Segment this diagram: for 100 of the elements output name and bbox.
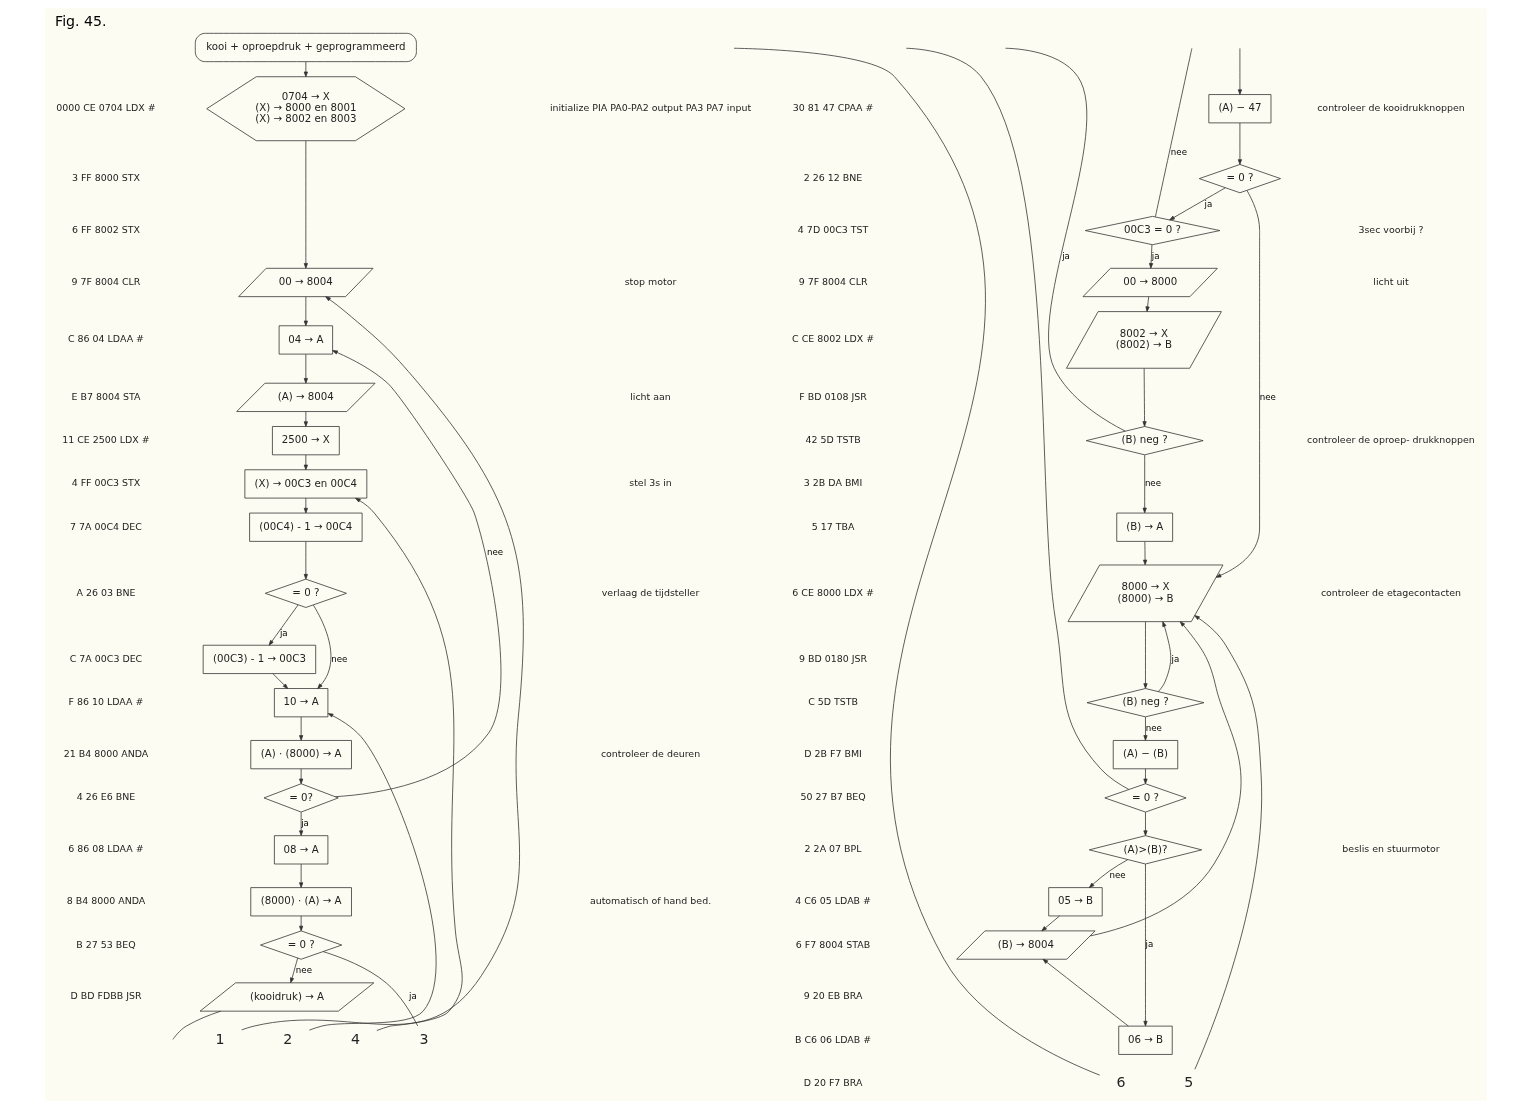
label: D 20 F7 BRA — [803, 1076, 862, 1088]
node-box: 10 → A — [273, 688, 328, 718]
label: licht uit — [1372, 275, 1409, 287]
label: stel 3s in — [628, 477, 672, 489]
arrow — [1088, 859, 1128, 888]
label: 21 B4 8000 ANDA — [63, 748, 148, 760]
label: 6 FF 8002 STX — [71, 223, 140, 235]
node-diamond: = 0 ? — [259, 930, 342, 960]
arrow — [303, 541, 308, 580]
label: 9 7F 8004 CLR — [798, 275, 868, 287]
label: 8 B4 8000 ANDA — [66, 895, 145, 907]
arrow — [1215, 190, 1260, 578]
node-diamond: = 0? — [263, 783, 339, 813]
node-diamond: (A)>(B)? — [1088, 835, 1202, 865]
node-box: 2500 → X — [271, 426, 340, 456]
arrow — [303, 296, 308, 327]
edge-label: ja — [1171, 653, 1179, 664]
arrow — [1193, 615, 1262, 1070]
label: initialize PIA PA0-PA2 output PA3 PA7 input — [549, 102, 751, 114]
label: 2 26 12 BNE — [803, 172, 862, 184]
label: 30 81 47 CPAA # — [792, 102, 873, 114]
arrow — [298, 716, 303, 741]
diagram-title: Fig. 45. — [54, 12, 107, 29]
arrow — [1042, 958, 1129, 1027]
arrow — [354, 497, 463, 1031]
label: C CE 8002 LDX # — [791, 333, 874, 345]
label: 3 FF 8000 STX — [71, 172, 140, 184]
arrow — [303, 353, 308, 384]
arrow — [289, 957, 298, 984]
edge-label: nee — [486, 547, 503, 558]
arrow — [331, 350, 501, 798]
arrow — [1142, 863, 1148, 1027]
label: E B7 8004 STA — [71, 390, 140, 402]
node-box: (00C4) - 1 → 00C4 — [248, 512, 362, 542]
edge-label: nee — [330, 653, 347, 664]
node-box: (X) → 00C3 en 00C4 — [243, 469, 367, 499]
label: 7 7A 00C4 DEC — [69, 520, 142, 532]
connector — [322, 951, 418, 1027]
arrow — [298, 863, 303, 888]
label: 9 20 EB BRA — [803, 990, 862, 1002]
edge-label: nee — [1144, 478, 1161, 489]
label: 4 C6 05 LDAB # — [794, 895, 871, 907]
connector — [1004, 47, 1126, 432]
arrow — [298, 811, 303, 836]
arrow — [303, 140, 308, 269]
label: controleer de deuren — [600, 748, 700, 760]
label: verlaag de tijdsteller — [601, 586, 699, 598]
arrow — [1142, 768, 1148, 785]
connector — [172, 1010, 221, 1040]
arrow — [1168, 187, 1226, 221]
label: 4 26 E6 BNE — [76, 791, 135, 803]
arrow — [1237, 122, 1242, 165]
edge-label: nee — [1259, 391, 1276, 402]
label: C 5D TSTB — [807, 696, 858, 708]
label: 11 CE 2500 LDX # — [61, 434, 150, 446]
label: 42 5D TSTB — [804, 434, 861, 446]
edge-label: nee — [1145, 722, 1162, 733]
node-diamond: (B) neg ? — [1086, 688, 1204, 718]
arrow — [303, 61, 308, 78]
edge-label: ja — [1204, 198, 1212, 209]
arrow — [1040, 915, 1060, 932]
label: 0000 CE 0704 LDX # — [55, 102, 156, 114]
node-diamond: = 0 ? — [1198, 164, 1281, 194]
label: controleer de etagecontacten — [1320, 586, 1461, 598]
label: A 26 03 BNE — [75, 586, 135, 598]
label: F 86 10 LDAA # — [68, 696, 143, 708]
node-box: (A) · (8000) → A — [249, 740, 352, 770]
arrow — [1142, 621, 1148, 689]
arrow — [268, 604, 298, 646]
label: 2 2A 07 BPL — [804, 843, 862, 855]
label: 3sec voorbij ? — [1357, 223, 1424, 235]
arrow — [1142, 811, 1148, 836]
label: beslis en stuurmotor — [1341, 843, 1440, 855]
arrow — [1237, 47, 1242, 95]
node-box: kooi + oproepdruk + geprogrammeerd — [194, 32, 417, 63]
node-box: 04 → A — [278, 325, 333, 355]
node-text: 1 — [215, 1030, 225, 1047]
edge-label: ja — [279, 627, 288, 638]
connector — [733, 47, 1100, 1076]
label: stop motor — [624, 275, 676, 287]
edge-label: ja — [1061, 250, 1070, 261]
label: 6 F7 8004 STAB — [795, 938, 870, 950]
label: 9 7F 8004 CLR — [71, 275, 140, 287]
arrow — [1145, 296, 1150, 312]
edge-label: nee — [1170, 146, 1187, 157]
node-diamond: = 0 ? — [264, 578, 347, 608]
edge-label: ja — [408, 991, 417, 1002]
node-text: 6 — [1116, 1074, 1126, 1091]
label: C 7A 00C3 DEC — [69, 652, 142, 664]
edge-label: ja — [1151, 250, 1160, 261]
node-text: 3 — [418, 1030, 428, 1047]
node-text: 4 — [350, 1030, 360, 1047]
edge-label: nee — [295, 965, 312, 976]
node-box: (A) − (B) — [1112, 740, 1178, 770]
edge-label: nee — [1108, 870, 1126, 881]
label: B 27 53 BEQ — [75, 938, 136, 950]
arrow — [1142, 716, 1148, 741]
arrow — [312, 604, 331, 689]
node-text: 2 — [282, 1030, 292, 1047]
arrow — [1142, 454, 1147, 514]
